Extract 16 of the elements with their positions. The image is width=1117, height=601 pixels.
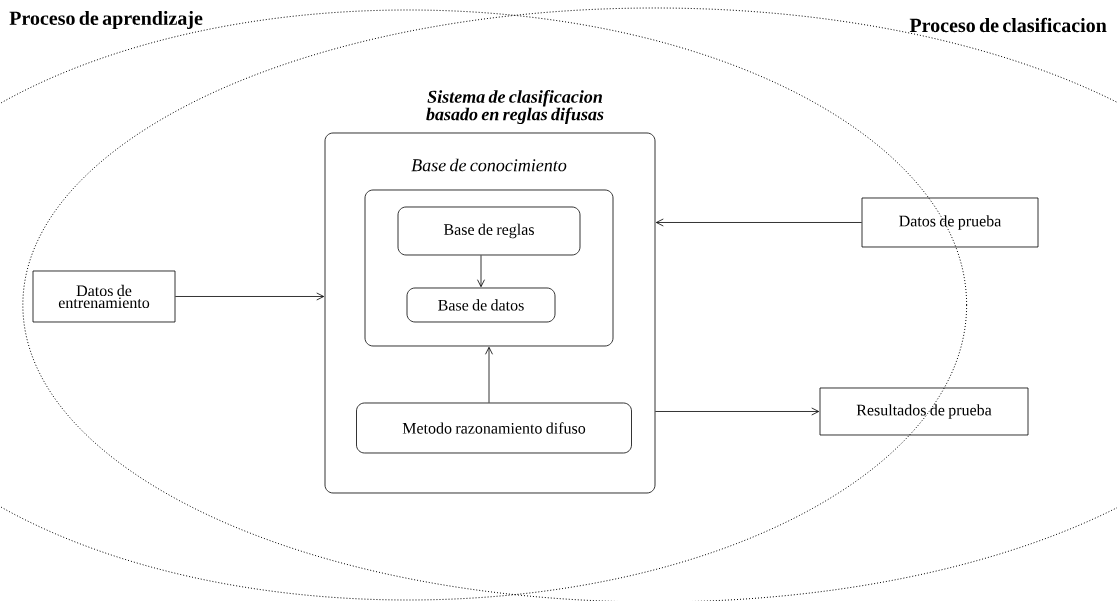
text-box: Datos de prueba (861, 197, 1039, 248)
text-box: Datos de entrenamiento (32, 270, 176, 323)
arrow (485, 346, 493, 403)
rounded-box: Metodo razonamiento difuso (356, 402, 632, 454)
heading: Proceso de clasificacion (909, 17, 1107, 33)
heading: Sistema de clasificacion basado en reglas difusas (426, 90, 604, 124)
arrow (655, 218, 862, 227)
arrow (477, 255, 485, 288)
heading: Base de conocimiento (411, 158, 567, 172)
rounded-box: Base de reglas (397, 206, 581, 256)
text-box: Resultados de prueba (819, 387, 1029, 436)
rounded-box: Base de datos (406, 287, 556, 323)
arrow (175, 292, 325, 301)
rounded-box (364, 189, 614, 347)
arrow (655, 407, 820, 416)
heading: Proceso de aprendizaje (9, 10, 203, 30)
